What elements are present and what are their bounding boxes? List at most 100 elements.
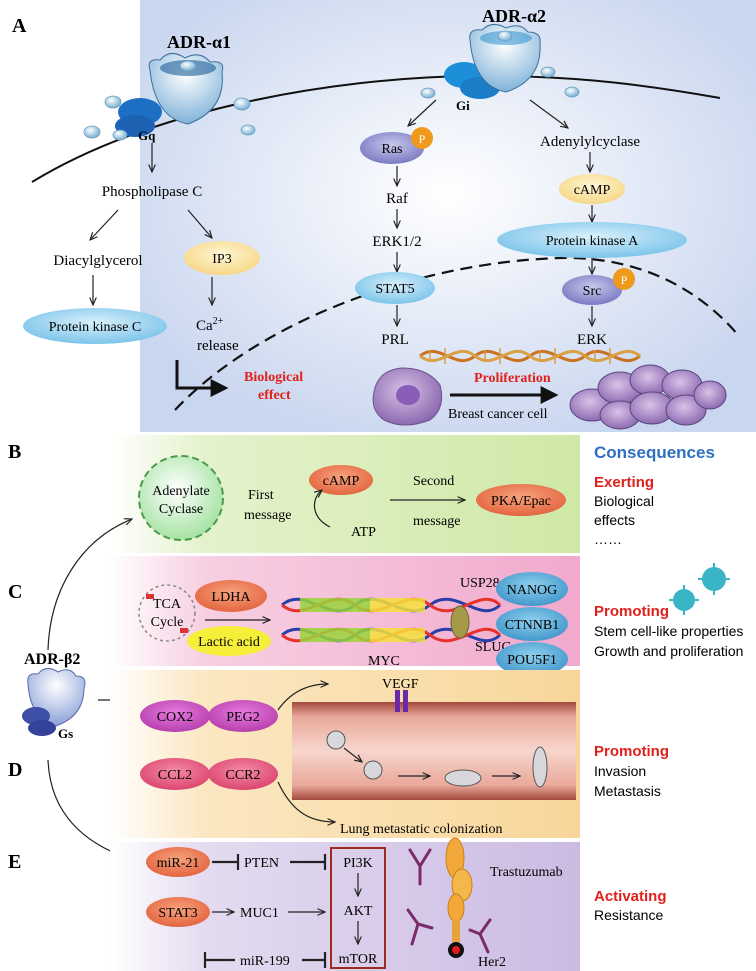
peg2: PEG2 [226,710,259,725]
cox2: COX2 [157,710,194,725]
panel-label-c: C [8,581,22,603]
stat5-oval [355,272,435,304]
nanog-oval [496,572,568,606]
receptor-adr-beta2-label: ADR-β2 [24,651,80,668]
consequence-d-line2: Metastasis [594,783,661,799]
protein-kinase-a-oval [497,222,687,258]
calcium-label: Ca2+ [196,316,224,334]
pi3k-akt-mtor-box [330,847,386,969]
gq-label: Gq [138,128,156,143]
gs-label: Gs [58,726,73,741]
gi-label: Gi [456,98,470,113]
stat3-oval [146,897,210,927]
usp28: USP28 [460,576,500,591]
pi3k: PI3K [343,856,373,871]
camp-a: cAMP [574,183,611,198]
ligand-bubbles-left [83,60,256,141]
second-message-line1: Second [413,474,454,489]
inhibition-lines [203,854,327,968]
mir-21: miR-21 [157,856,200,871]
camp-oval-b [309,465,373,495]
breast-cancer-cell-label: Breast cancer cell [448,407,548,422]
ligand-bubbles-right [420,30,580,99]
lung-metastatic: Lung metastatic colonization [340,822,503,837]
adenylate-line2: Cyclase [159,502,203,517]
akt: AKT [344,904,373,919]
vegf-receptor-icon [395,690,408,712]
protein-kinase-c: Protein kinase C [49,320,142,335]
receptor-adr-beta2: ADR-β2 Gs [22,519,147,862]
raf: Raf [386,191,408,207]
ldha-oval [195,580,267,612]
panel-c: C TCA Cycle LDHA Lactic acid USP28 MYC S… [8,556,743,676]
src: Src [583,284,602,299]
panel-e: E miR-21 STAT3 PTEN MUC1 miR-199 PI3K AK… [8,837,667,971]
stat3: STAT3 [158,906,197,921]
src-oval [562,275,622,305]
nanog: NANOG [507,583,558,598]
cox2-oval [140,700,210,732]
circulating-cells-icon [326,730,548,788]
panel-label-e: E [8,851,21,873]
ldha: LDHA [212,590,252,605]
ccl2: CCL2 [158,768,192,783]
first-message-line2: message [244,508,291,523]
consequence-b-line2: effects [594,512,635,528]
panel-a-background [140,0,756,432]
receptor-adr-beta2-icon [22,668,86,736]
consequence-d-head: Promoting [594,743,669,760]
adenylate-line1: Adenylate [152,484,210,499]
camp-b: cAMP [323,474,360,489]
release-label: release [197,338,239,354]
lactic-acid-oval [187,626,271,656]
myc-dna-icon [281,597,502,643]
consequence-e-line1: Resistance [594,907,663,923]
consequence-c-line2: Growth and proliferation [594,643,743,659]
her2-receptor-icon [445,837,473,958]
panel-label-d: D [8,759,22,781]
prl: PRL [381,332,409,348]
erk1-2: ERK1/2 [372,234,421,250]
camp-oval-a [559,174,625,204]
ctnnb1: CTNNB1 [505,618,559,633]
panel-d: D COX2 PEG2 CCL2 CCR2 VEGF Lung metastat [8,670,669,838]
pten: PTEN [244,856,279,871]
biological-effect-line1: Biological [244,370,303,385]
ras-phospho-icon [411,127,433,149]
src-phospho-icon [613,268,635,290]
receptor-adr-alpha1-label: ADR-α1 [167,32,231,52]
consequence-c-line1: Stem cell-like properties [594,623,743,639]
tca-line2: Cycle [151,615,184,630]
panel-b: B Adenylate Cyclase First message cAMP A… [8,435,654,553]
pka-epac: PKA/Epac [491,494,551,509]
ccr2-oval [208,758,278,790]
second-message-line2: message [413,514,460,529]
ip3-oval [184,241,260,275]
src-phospho-label: P [621,273,628,287]
virus-icon [669,563,730,615]
pou5f1: POU5F1 [507,653,557,668]
ccr2: CCR2 [225,768,260,783]
protein-kinase-c-oval [23,308,167,344]
consequence-b-line1: Biological [594,493,654,509]
tumor-cluster-icon [569,364,727,430]
ccl2-oval [140,758,210,790]
trastuzumab-antibody-icon [406,848,492,954]
pou5f1-oval [496,642,568,676]
consequence-e-head: Activating [594,888,667,905]
mir-199: miR-199 [240,954,290,969]
breast-cancer-cell-icon [372,367,443,426]
blood-vessel-icon [292,702,576,800]
her2: Her2 [478,955,506,970]
myc: MYC [368,654,400,669]
panel-label-a: A [12,15,27,37]
trastuzumab: Trastuzumab [490,865,563,880]
receptor-adr-alpha2-label: ADR-α2 [482,6,546,26]
lactic-acid: Lactic acid [198,635,260,650]
mir21-oval [146,847,210,877]
ras-phospho-label: P [419,132,426,146]
adenylate-cyclase-icon [138,455,224,541]
nuclear-membrane [174,256,739,411]
protein-kinase-a: Protein kinase A [546,234,639,249]
